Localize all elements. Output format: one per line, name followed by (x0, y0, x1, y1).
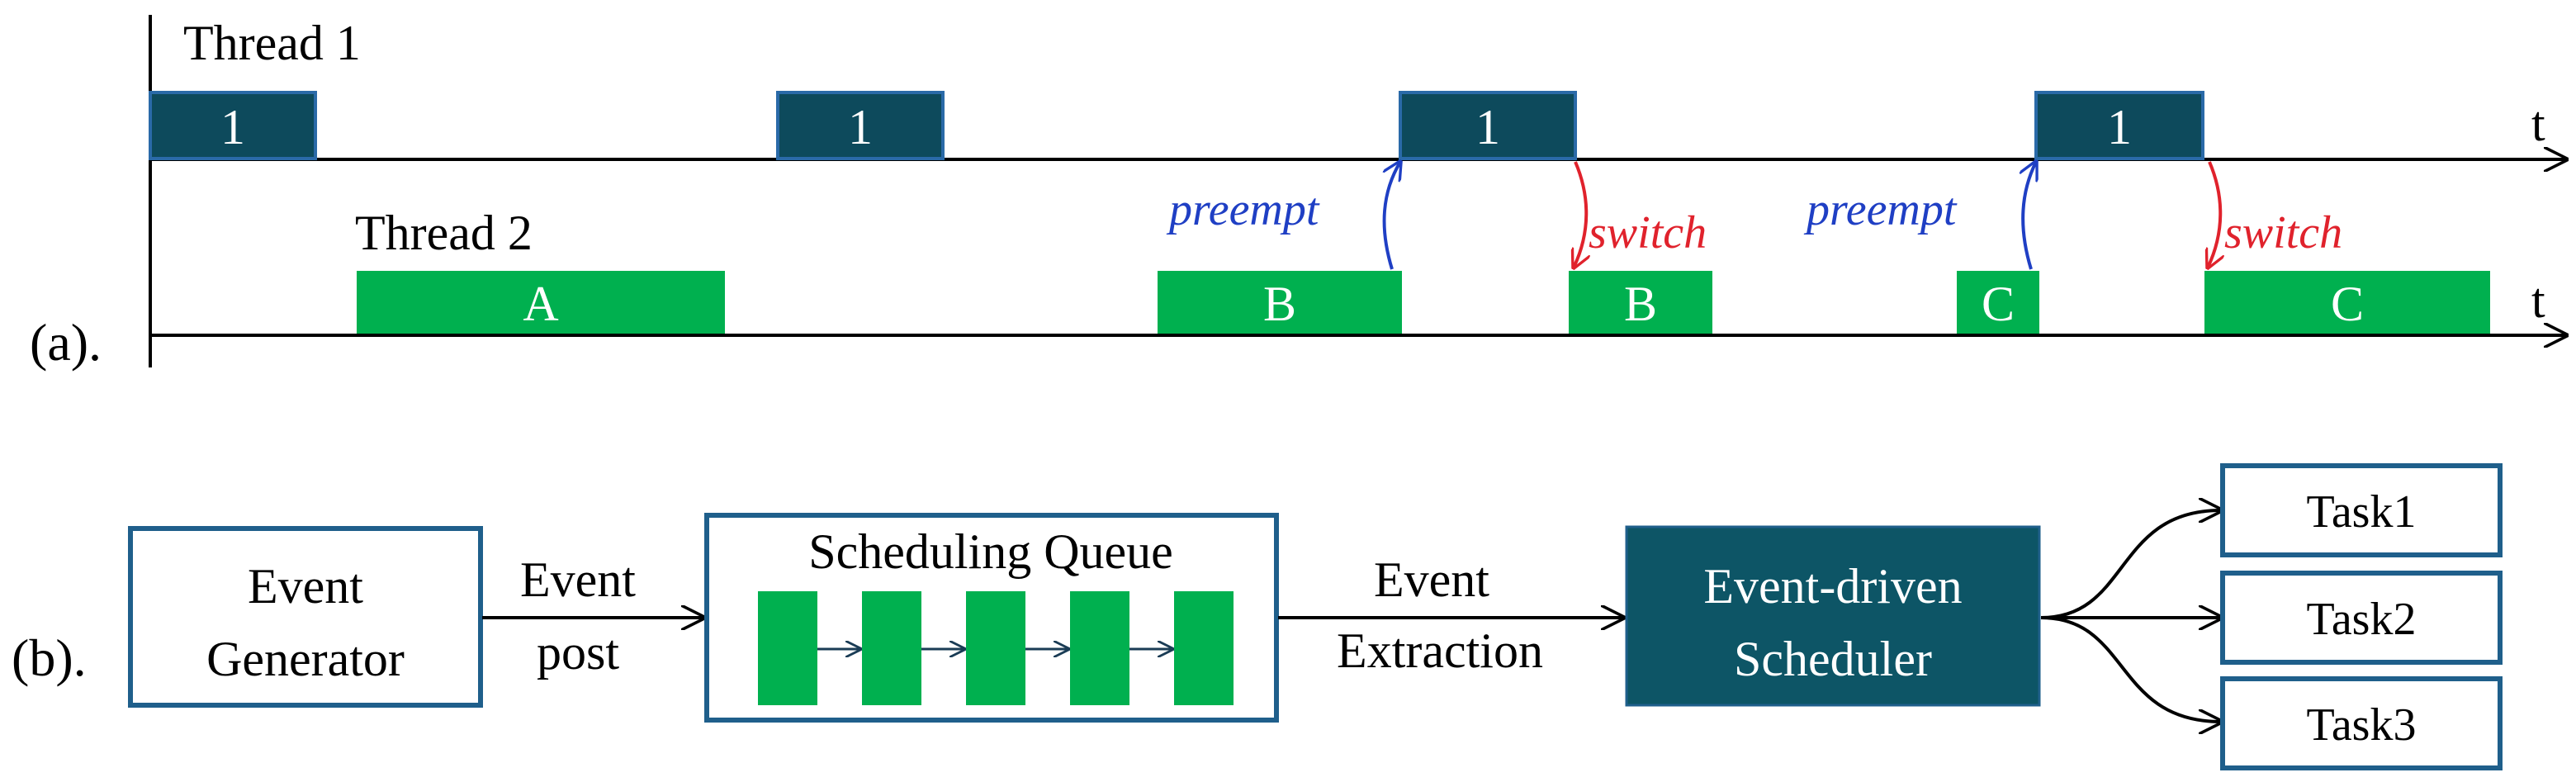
event-generator-line2: Generator (206, 632, 405, 686)
switch-arrow (1574, 161, 1586, 268)
thread2-blocks: A B B C C (357, 271, 2490, 334)
thread1-block (149, 91, 317, 160)
queue-slot (1174, 591, 1234, 705)
event-extraction-line1: Event (1374, 552, 1489, 607)
queue-slot (758, 591, 817, 705)
preempt-arrow (1382, 162, 1400, 270)
scheduling-queue-title: Scheduling Queue (808, 524, 1173, 579)
task-box (2220, 676, 2503, 770)
task-label: Task2 (2307, 594, 2417, 645)
dispatch-arrow-task3 (2040, 616, 2221, 722)
thread1-block (1399, 91, 1577, 160)
thread1-block-label: 1 (1475, 100, 1500, 154)
thread1-blocks: 1 1 1 1 (149, 91, 2204, 160)
event-generator-line1: Event (248, 559, 363, 614)
task-label: Task1 (2307, 486, 2417, 538)
time-label-thread2: t (2531, 273, 2545, 328)
thread2-block (357, 271, 725, 334)
queue-slots (758, 591, 1234, 705)
thread2-block (2204, 271, 2490, 334)
thread2-block-label: B (1263, 277, 1296, 331)
thread2-block (1158, 271, 1402, 334)
switch-label: switch (2224, 207, 2342, 258)
event-post-line2: post (537, 625, 619, 680)
thread1-block (2034, 91, 2204, 160)
event-generator-box (128, 526, 483, 708)
event-extraction-line2: Extraction (1337, 623, 1543, 678)
event-post-line1: Event (520, 552, 636, 607)
preempt-label: preempt (1166, 184, 1320, 235)
task-dispatch-arrows (2040, 510, 2221, 722)
queue-slot (1070, 591, 1129, 705)
thread1-block (776, 91, 945, 160)
context-switch-annotations: preempt switch preempt switch (1166, 162, 2342, 269)
scheduler-line2: Scheduler (1734, 632, 1932, 686)
switch-label: switch (1589, 207, 1707, 258)
scheduler-line1: Event-driven (1703, 559, 1962, 614)
thread1-label: Thread 1 (183, 16, 361, 70)
preempt-arrow (2023, 162, 2036, 270)
thread2-block (1957, 271, 2039, 334)
task-box (2220, 571, 2503, 665)
thread2-block-label: C (1982, 277, 2015, 331)
thread2-block-label: C (2331, 277, 2364, 331)
preempt-label: preempt (1803, 184, 1958, 235)
event-driven-scheduler-box (1625, 525, 2041, 707)
thread2-label: Thread 2 (355, 206, 533, 260)
thread1-block-label: 1 (2107, 100, 2132, 154)
thread2-block-label: A (523, 277, 558, 331)
caption-b: (b). (12, 628, 87, 687)
thread1-block-label: 1 (220, 100, 245, 154)
queue-slot (862, 591, 921, 705)
thread2-block (1569, 271, 1712, 334)
part-b-pipeline: (b). Event Generator Event post Scheduli… (12, 463, 2503, 770)
task-box (2220, 463, 2503, 557)
task-label: Task3 (2307, 699, 2417, 751)
time-label-thread1: t (2531, 97, 2545, 151)
switch-arrow (2208, 161, 2220, 268)
caption-a: (a). (30, 313, 102, 372)
dispatch-arrow-task1 (2040, 510, 2221, 619)
thread1-block-label: 1 (848, 100, 873, 154)
task-boxes: Task1 Task2 Task3 (2220, 463, 2503, 770)
queue-slot (966, 591, 1025, 705)
thread2-block-label: B (1624, 277, 1657, 331)
part-a-timeline: Thread 1 Thread 2 t t (a). 1 1 1 1 A B B… (30, 15, 2566, 372)
